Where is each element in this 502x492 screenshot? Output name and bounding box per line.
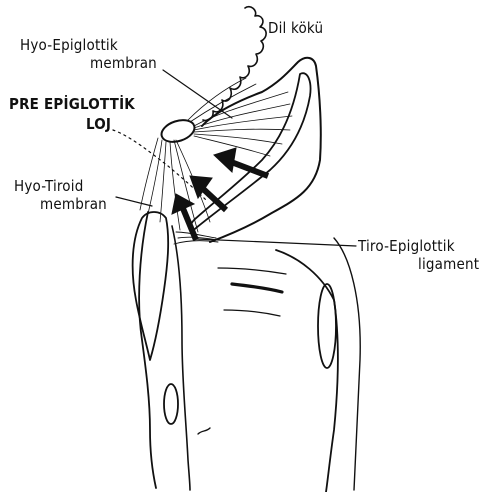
cricoid-ring bbox=[164, 384, 178, 424]
hyo-thyroid-leader bbox=[116, 197, 152, 206]
label-hyo-epiglottik-line1: Hyo-Epiglottik bbox=[20, 37, 118, 54]
stray-mark bbox=[198, 428, 210, 434]
posterior-larynx-wall bbox=[276, 250, 338, 492]
thyroid-cartilage-left bbox=[133, 212, 169, 360]
label-tiro-epiglottik-line1: Tiro-Epiglottik bbox=[358, 238, 455, 255]
hyo-epiglottic-fibers bbox=[188, 78, 292, 156]
invasion-arrows bbox=[172, 148, 268, 240]
label-pre-epiglottik-line1: PRE EPİGLOTTİK bbox=[9, 96, 135, 113]
anterior-larynx-wall-inner bbox=[172, 226, 190, 490]
epiglottis-outline bbox=[202, 58, 321, 242]
subglottic-mark bbox=[224, 310, 280, 316]
pre-epiglottic-space-marker bbox=[113, 130, 206, 200]
ventricle-mark bbox=[218, 268, 286, 274]
vocal-fold-mark bbox=[232, 284, 282, 292]
label-hyo-epiglottik-line2: membran bbox=[90, 55, 157, 72]
cricoid-lamina bbox=[318, 284, 336, 368]
label-dil-koku: Dil kökü bbox=[268, 20, 323, 37]
label-pre-epiglottik-line2: LOJ bbox=[86, 116, 111, 133]
tiro-epiglottic-leader bbox=[196, 239, 356, 246]
arrow-3 bbox=[172, 194, 196, 240]
label-hyo-tiroid-line2: membran bbox=[40, 196, 107, 213]
label-tiro-epiglottik-line2: ligament bbox=[418, 256, 479, 273]
label-hyo-tiroid-line1: Hyo-Tiroid bbox=[14, 178, 83, 195]
arrow-2 bbox=[190, 176, 226, 210]
